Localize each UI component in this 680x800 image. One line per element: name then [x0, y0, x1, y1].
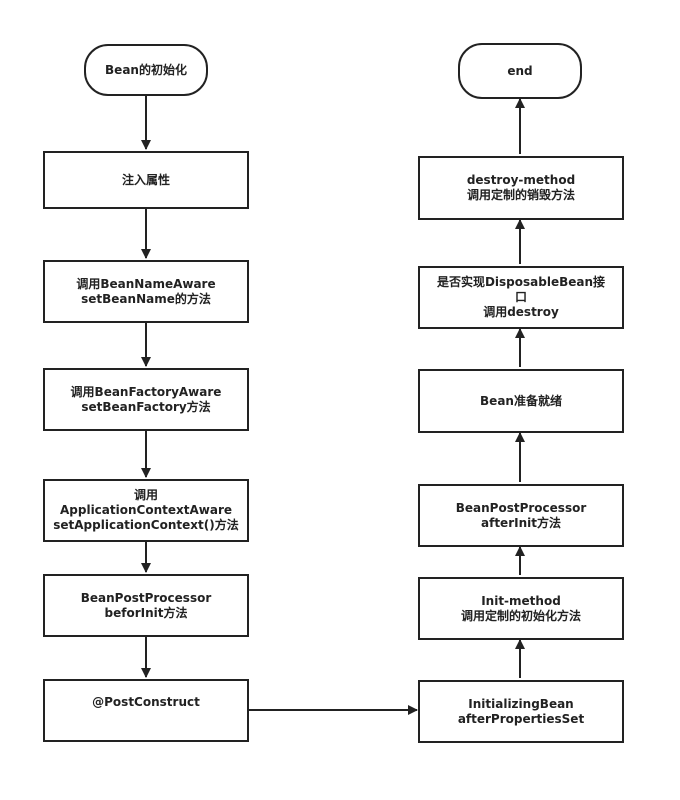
- node-label-line: 调用定制的初始化方法: [460, 608, 581, 623]
- node-label-line: @PostConstruct: [92, 695, 200, 709]
- node-end: end: [458, 43, 582, 99]
- node-inject-properties: 注入属性: [43, 151, 249, 209]
- node-label-line: BeanPostProcessor: [80, 590, 212, 605]
- node-label-line: 调用: [133, 488, 158, 502]
- node-label-line: 口: [514, 290, 527, 304]
- node-label-line: end: [507, 63, 533, 78]
- node-label-line: Init-method: [481, 593, 561, 608]
- node-label-line: beforInit方法: [104, 605, 188, 620]
- node-bean-ready: Bean准备就绪: [418, 369, 624, 433]
- node-label-line: setBeanFactory方法: [81, 399, 211, 414]
- node-label-line: Bean准备就绪: [480, 393, 562, 408]
- node-label-line: BeanPostProcessor: [455, 500, 587, 515]
- node-label-line: 是否实现DisposableBean接: [436, 275, 606, 289]
- node-label-line: 调用BeanNameAware: [76, 276, 216, 291]
- node-label-line: afterInit方法: [481, 515, 561, 530]
- node-label-line: 调用定制的销毁方法: [466, 188, 575, 202]
- node-label-line: afterPropertiesSet: [457, 711, 585, 726]
- node-label-line: 调用destroy: [483, 305, 559, 319]
- node-label-line: 调用BeanFactoryAware: [70, 384, 222, 399]
- node-disposable-bean: 是否实现DisposableBean接口调用destroy: [418, 266, 624, 329]
- node-label-line: setBeanName的方法: [81, 291, 211, 306]
- node-label-line: InitializingBean: [468, 696, 574, 711]
- node-post-construct: @PostConstruct: [43, 679, 249, 742]
- node-label-line: destroy-method: [466, 173, 576, 187]
- node-label-line: setApplicationContext()方法: [53, 518, 239, 532]
- node-label-line: 注入属性: [121, 172, 170, 187]
- node-label-line: Bean的初始化: [105, 62, 187, 77]
- node-label-line: ApplicationContextAware: [59, 503, 232, 517]
- node-start: Bean的初始化: [84, 44, 208, 96]
